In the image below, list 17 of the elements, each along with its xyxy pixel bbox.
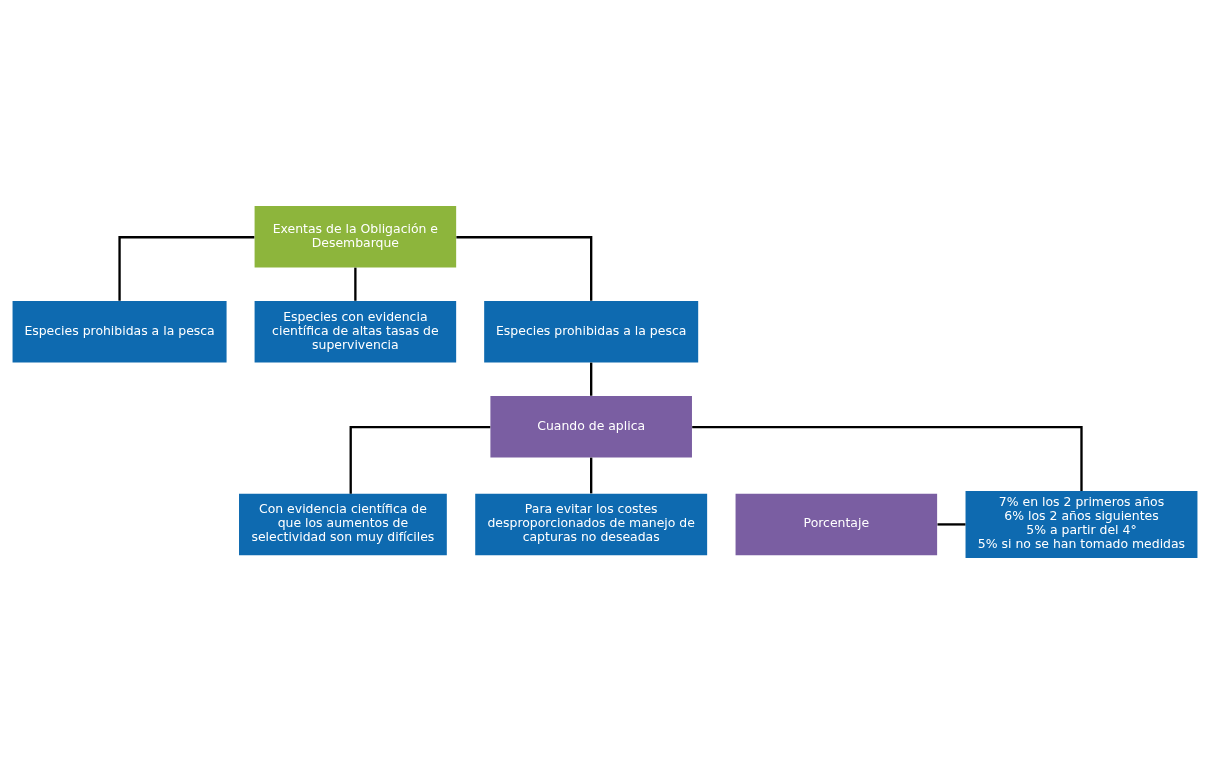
node-box: Especies prohibidas a la pesca (12, 301, 227, 363)
connector (349, 425, 491, 494)
node-box: Porcentaje (735, 493, 938, 556)
node-box: Exentas de la Obligación e Desembarque (254, 206, 457, 268)
node-box: 7% en los 2 primeros años 6% los 2 años siguientes 5% a partir del 4° 5% si no se han tomado medidas (965, 490, 1198, 558)
connector (118, 236, 255, 301)
node-box: Para evitar los costes desproporcionados de manejo de capturas no deseadas (475, 493, 708, 556)
node-box: Especies con evidencia científica de altas tasas de supervivencia (254, 301, 457, 363)
connector (590, 362, 593, 396)
node-box: Especies prohibidas a la pesca (484, 301, 699, 363)
connector (354, 267, 357, 301)
connector (456, 236, 593, 301)
node-box: Cuando de aplica (490, 396, 692, 458)
connector (590, 457, 593, 494)
connector (937, 523, 966, 526)
connector (692, 425, 1083, 491)
node-box: Con evidencia científica de que los aumentos de selectividad son muy difíciles (239, 493, 447, 556)
